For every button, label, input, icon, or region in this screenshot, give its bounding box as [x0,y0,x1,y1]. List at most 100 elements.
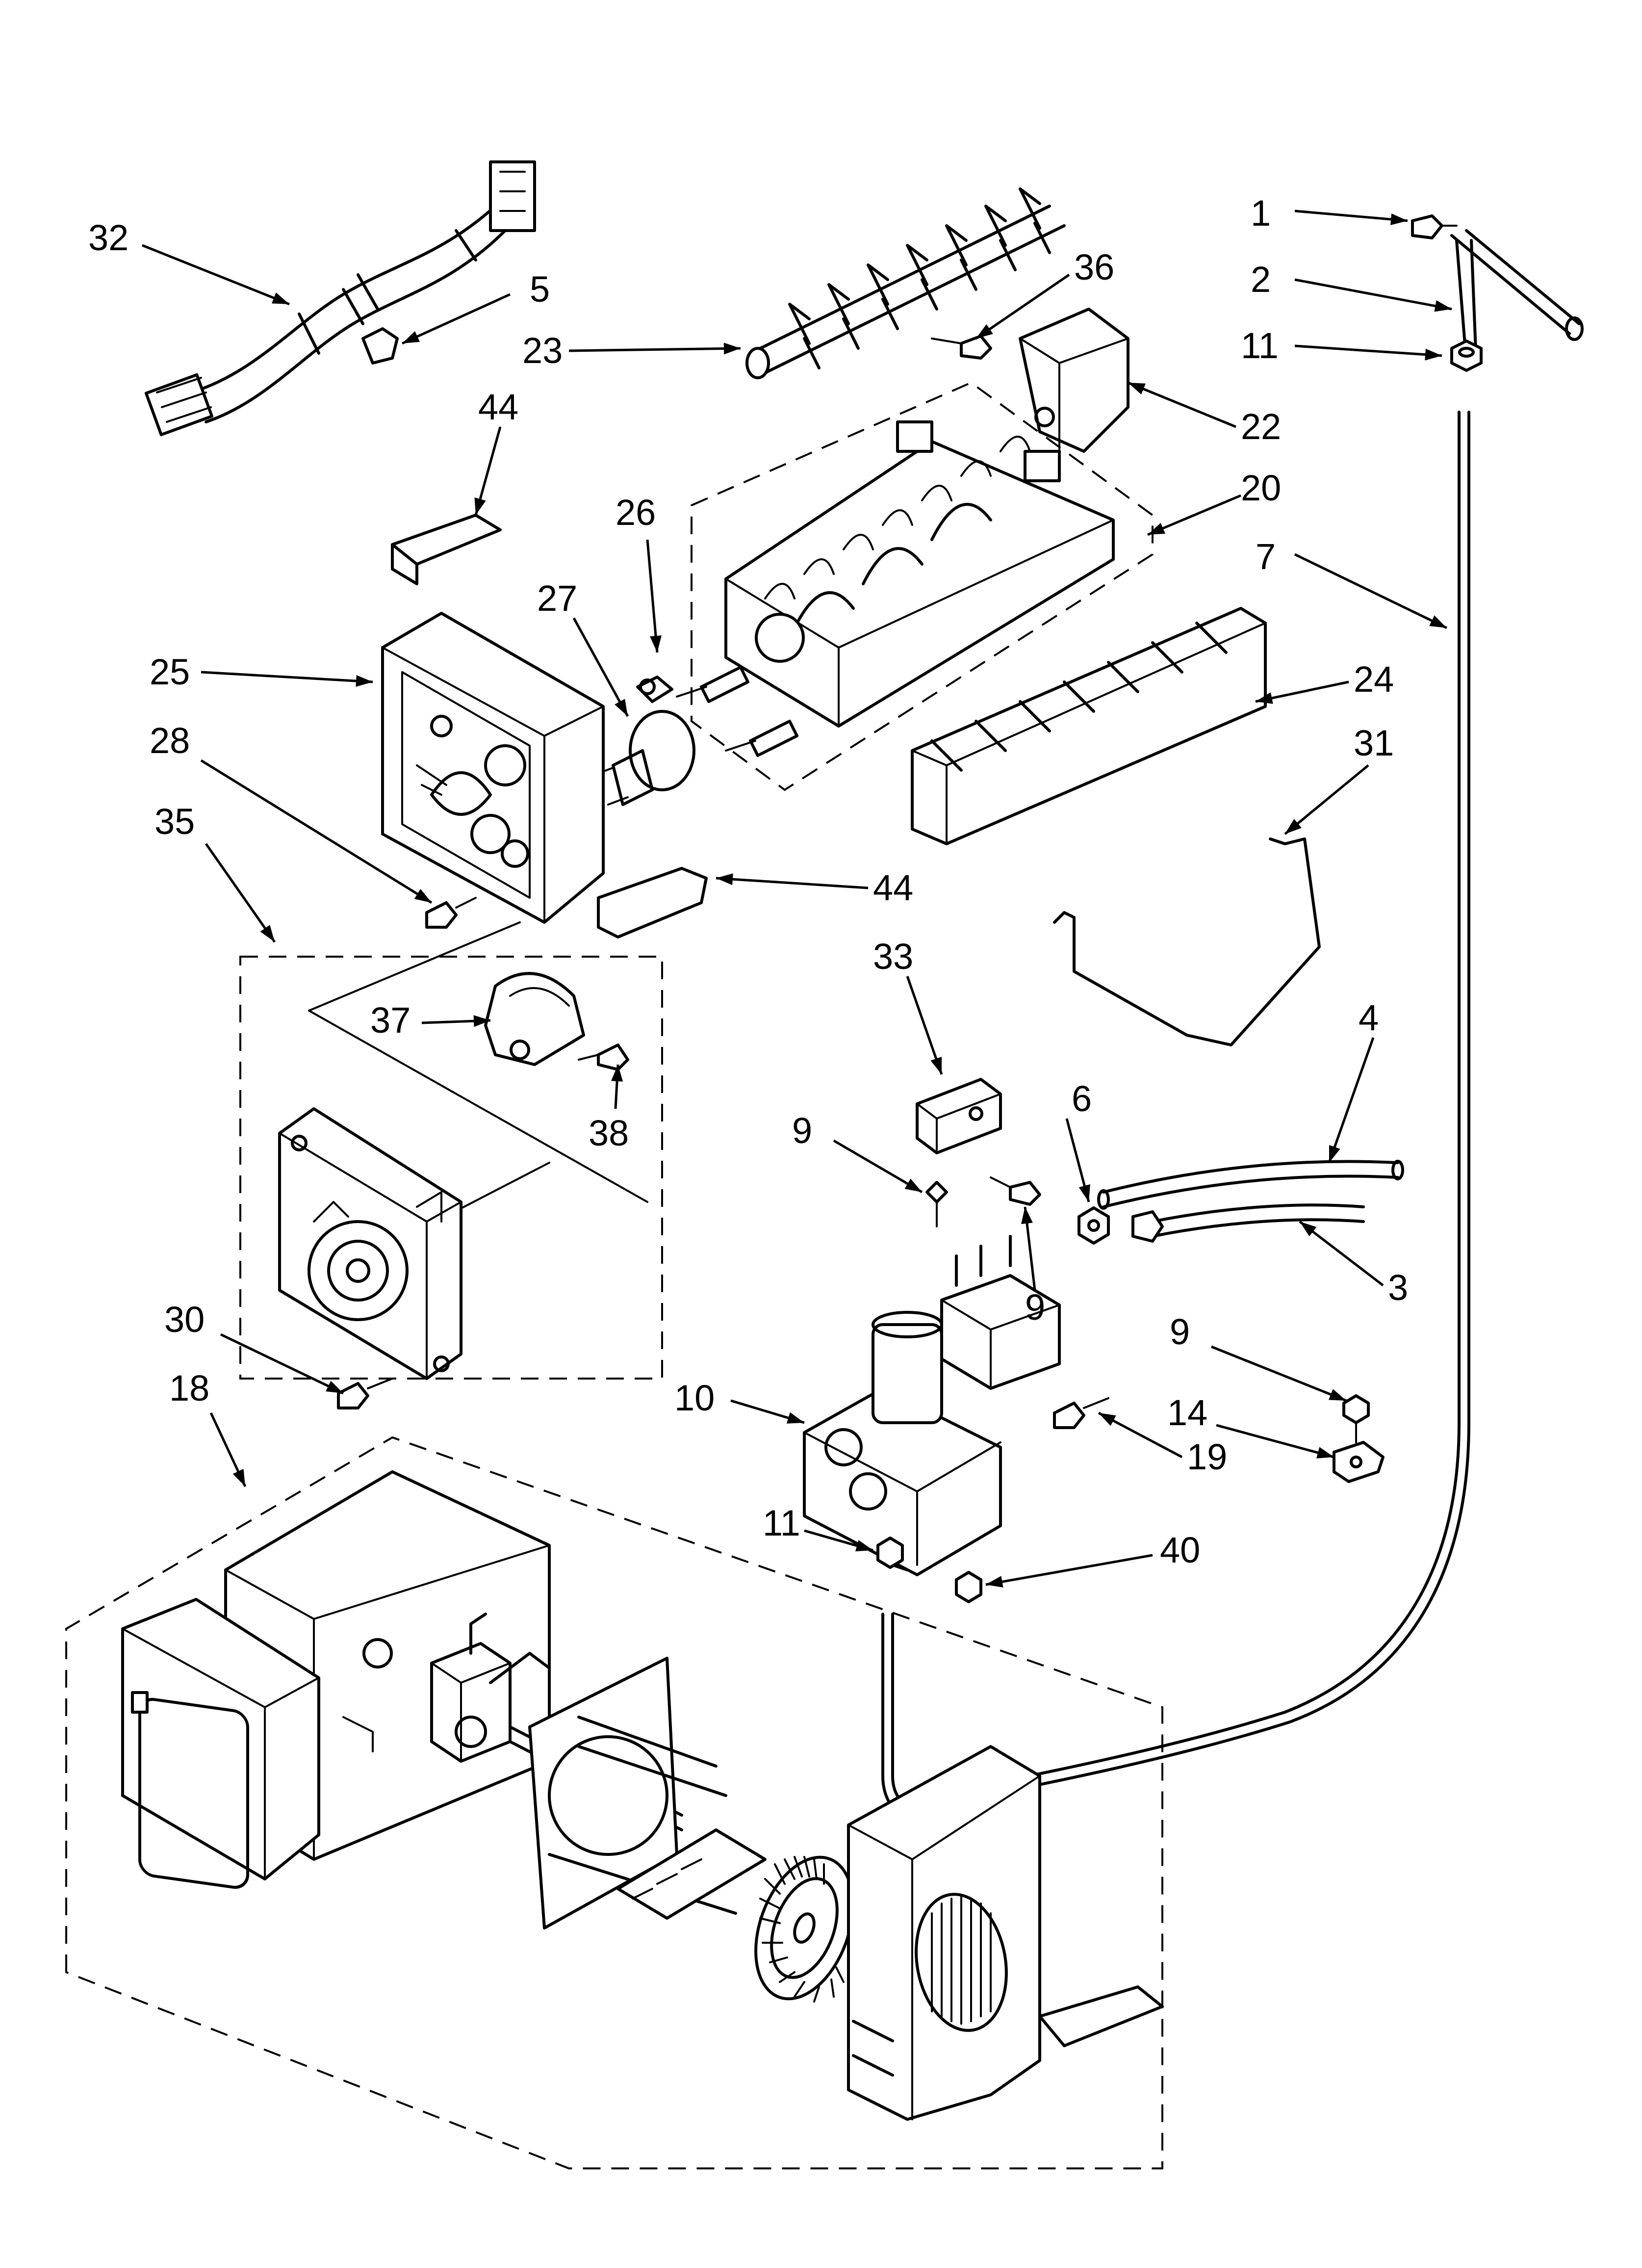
air-duct-part [847,1745,1164,2121]
callout-44b: 44 [873,867,913,908]
valve-bracket-part [916,1078,1002,1154]
leader-line [1216,1424,1334,1459]
leader-arrowhead [474,497,486,515]
leader-line [1147,494,1241,536]
screw-part [337,1378,393,1409]
callout-33: 33 [873,936,913,977]
leader-line [205,843,276,943]
leader-arrowhead [1128,383,1146,394]
cover-part [121,1598,320,1889]
callout-14: 14 [1167,1392,1207,1433]
clamp-part [1333,1441,1385,1483]
wire-harness-part [144,160,536,437]
leader-arrowhead [855,1540,873,1552]
mold-group-outline [691,381,1154,791]
nut-part [955,1571,982,1603]
stripper-part [911,607,1267,845]
leader-arrowhead [1434,300,1452,312]
callout-1: 1 [1251,193,1271,234]
callout-38: 38 [589,1113,629,1153]
leader-line [1128,381,1236,428]
screw-part [578,1043,629,1071]
leader-line [200,759,433,904]
leader-line [1211,1345,1347,1402]
leader-line [1328,1037,1375,1163]
leader-arrowhead [786,1412,804,1424]
callout-11: 11 [1241,325,1279,366]
leader-arrowhead [1429,615,1447,628]
leader-arrowhead [976,324,993,339]
bracket-part [391,514,502,585]
leader-line [716,877,869,889]
leader-arrowhead [414,888,432,903]
callout-28: 28 [150,720,190,761]
nut-part [876,1537,904,1569]
leader-line [833,1139,923,1194]
callout-18: 18 [169,1368,209,1408]
leader-line [1294,344,1442,357]
callout-20: 20 [1241,468,1281,508]
leader-arrowhead [473,1015,490,1027]
callout-30: 30 [164,1299,205,1340]
mold-part [676,420,1115,757]
leader-arrowhead [232,1469,245,1486]
thermostat-part [636,676,673,703]
leader-arrowhead [650,635,662,652]
callout-19: 19 [1187,1436,1227,1477]
module-part [278,1107,462,1380]
blower-wheel-part [754,1855,854,2003]
motor-part [484,972,585,1066]
leader-line [401,293,511,345]
leader-arrowhead [716,873,733,886]
leader-arrowhead [1285,819,1302,834]
callout-2: 2 [1251,259,1271,300]
leader-arrowhead [1021,1207,1033,1225]
screw-part [990,1176,1041,1206]
callout-24: 24 [1354,659,1394,700]
leader-line [1294,209,1408,222]
leader-arrowhead [271,292,289,304]
leader-arrowhead [402,331,420,343]
callout-22: 22 [1241,406,1281,447]
leader-line [906,976,943,1075]
leader-line [975,273,1070,340]
leader-line [1294,553,1448,629]
callout-10: 10 [674,1378,715,1418]
housing-part [381,612,605,924]
leader-line [142,244,290,306]
leader-line [568,347,741,352]
water-valve-part [803,1235,1061,1576]
fill-cup-part [1019,308,1129,453]
leader-arrowhead [1328,1389,1346,1401]
leader-line [220,1333,344,1395]
leader-arrowhead [904,1178,922,1192]
fan-shroud-part [528,1657,767,1929]
drive-group-outline [65,1436,1163,2169]
callout-5: 5 [530,269,550,310]
callout-37: 37 [370,1000,410,1041]
leader-arrowhead [930,1056,942,1074]
screw-part [1342,1394,1370,1443]
leader-arrowhead [326,1381,343,1393]
callout-6: 6 [1072,1078,1092,1119]
leader-arrowhead [1148,522,1165,535]
leader-arrowhead [1256,692,1273,704]
water-tube-part [1097,1160,1404,1210]
callout-23: 23 [522,330,563,371]
leader-line [985,1554,1153,1586]
callout-40: 40 [1160,1530,1200,1570]
leader-lines [142,209,1452,1588]
callout-9a: 9 [792,1110,812,1151]
callout-7: 7 [1256,536,1276,577]
leader-arrowhead [1425,348,1442,361]
water-tube-part [1131,1203,1365,1243]
leader-arrowhead [723,342,741,355]
shutoff-arm-part [1053,837,1321,1046]
ejector-part [745,187,1066,379]
leader-arrowhead [611,1065,623,1082]
screw-part [925,1181,948,1227]
module-group-outline [239,956,663,1380]
callout-9b: 9 [1025,1287,1045,1328]
callout-4: 4 [1359,997,1379,1038]
